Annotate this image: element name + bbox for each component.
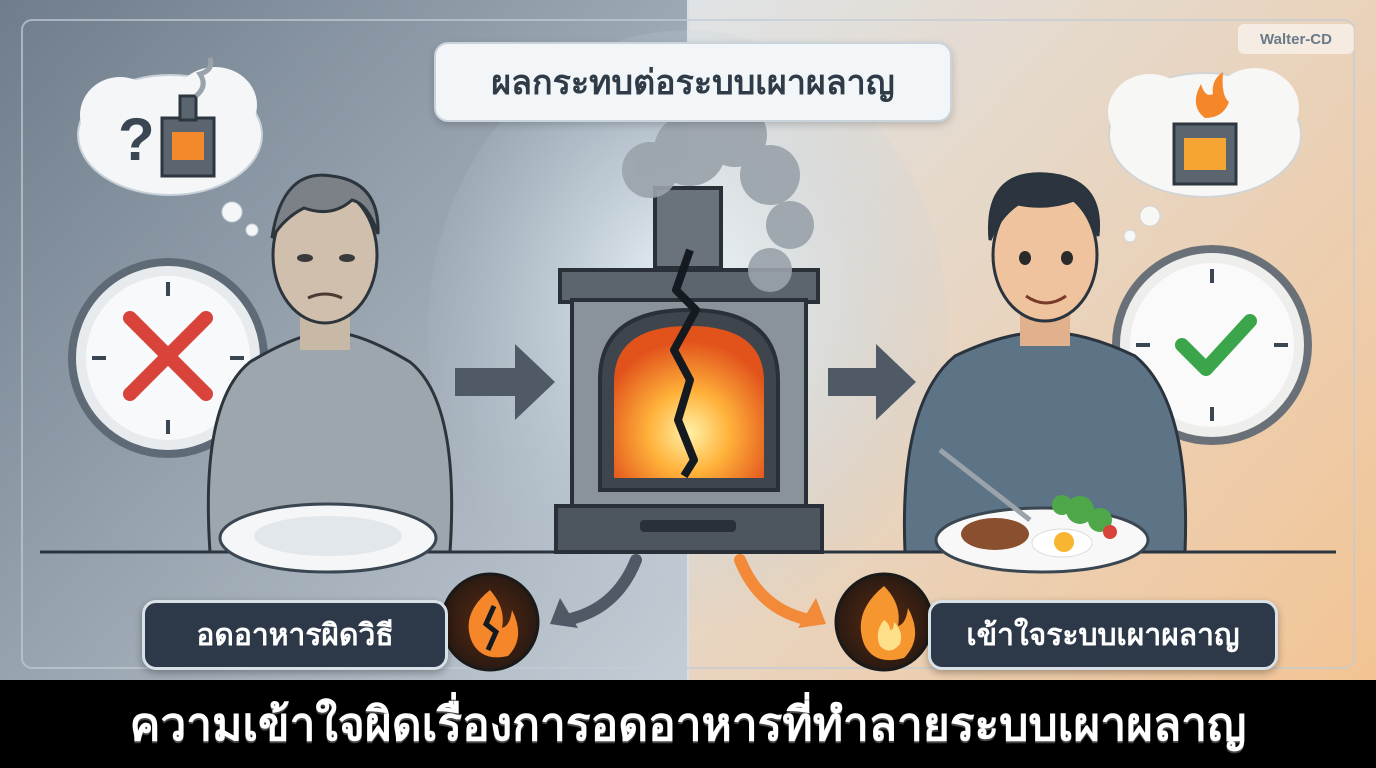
x-mark-icon: [123, 311, 213, 401]
caption-bar: [0, 680, 1376, 768]
broken-fire-icon: [440, 572, 540, 672]
question-mark-icon: ?: [118, 106, 155, 173]
curved-arrow-left-icon: [560, 554, 642, 626]
understand-metabolism-label: เข้าใจระบบเผาผลาญ: [928, 600, 1278, 670]
tired-person: [206, 173, 454, 574]
furnace-fire: [614, 326, 764, 478]
healthy-person: [902, 172, 1188, 574]
food-plate: [934, 495, 1150, 574]
right-thought-cloud: [1108, 68, 1302, 243]
arrow-to-furnace-icon: [455, 344, 555, 420]
crack-icon: [670, 248, 700, 479]
small-furnace-fire-icon: [1172, 72, 1238, 186]
page-title: ผลกระทบต่อระบบเผาผลาญ: [434, 42, 952, 122]
curved-arrow-right-icon: [734, 554, 816, 626]
fork-icon: [938, 448, 1032, 522]
broken-furnace: [554, 103, 824, 554]
check-mark-icon: [1175, 314, 1257, 376]
caption-text: ความเข้าใจผิดเรื่องการอดอาหารที่ทำลายระบ…: [129, 696, 1247, 751]
empty-plate: [218, 502, 438, 574]
small-furnace-broken-icon: [160, 57, 216, 178]
frame-outline: [21, 19, 1355, 669]
healthy-fire-icon: [834, 572, 934, 672]
arrow-to-healthy-icon: [828, 344, 916, 420]
left-thought-cloud: ?: [77, 57, 263, 237]
left-clock: [68, 258, 268, 458]
wrong-fasting-label: อดอาหารผิดวิธี: [142, 600, 448, 670]
watermark: Walter-CD: [1238, 24, 1354, 54]
